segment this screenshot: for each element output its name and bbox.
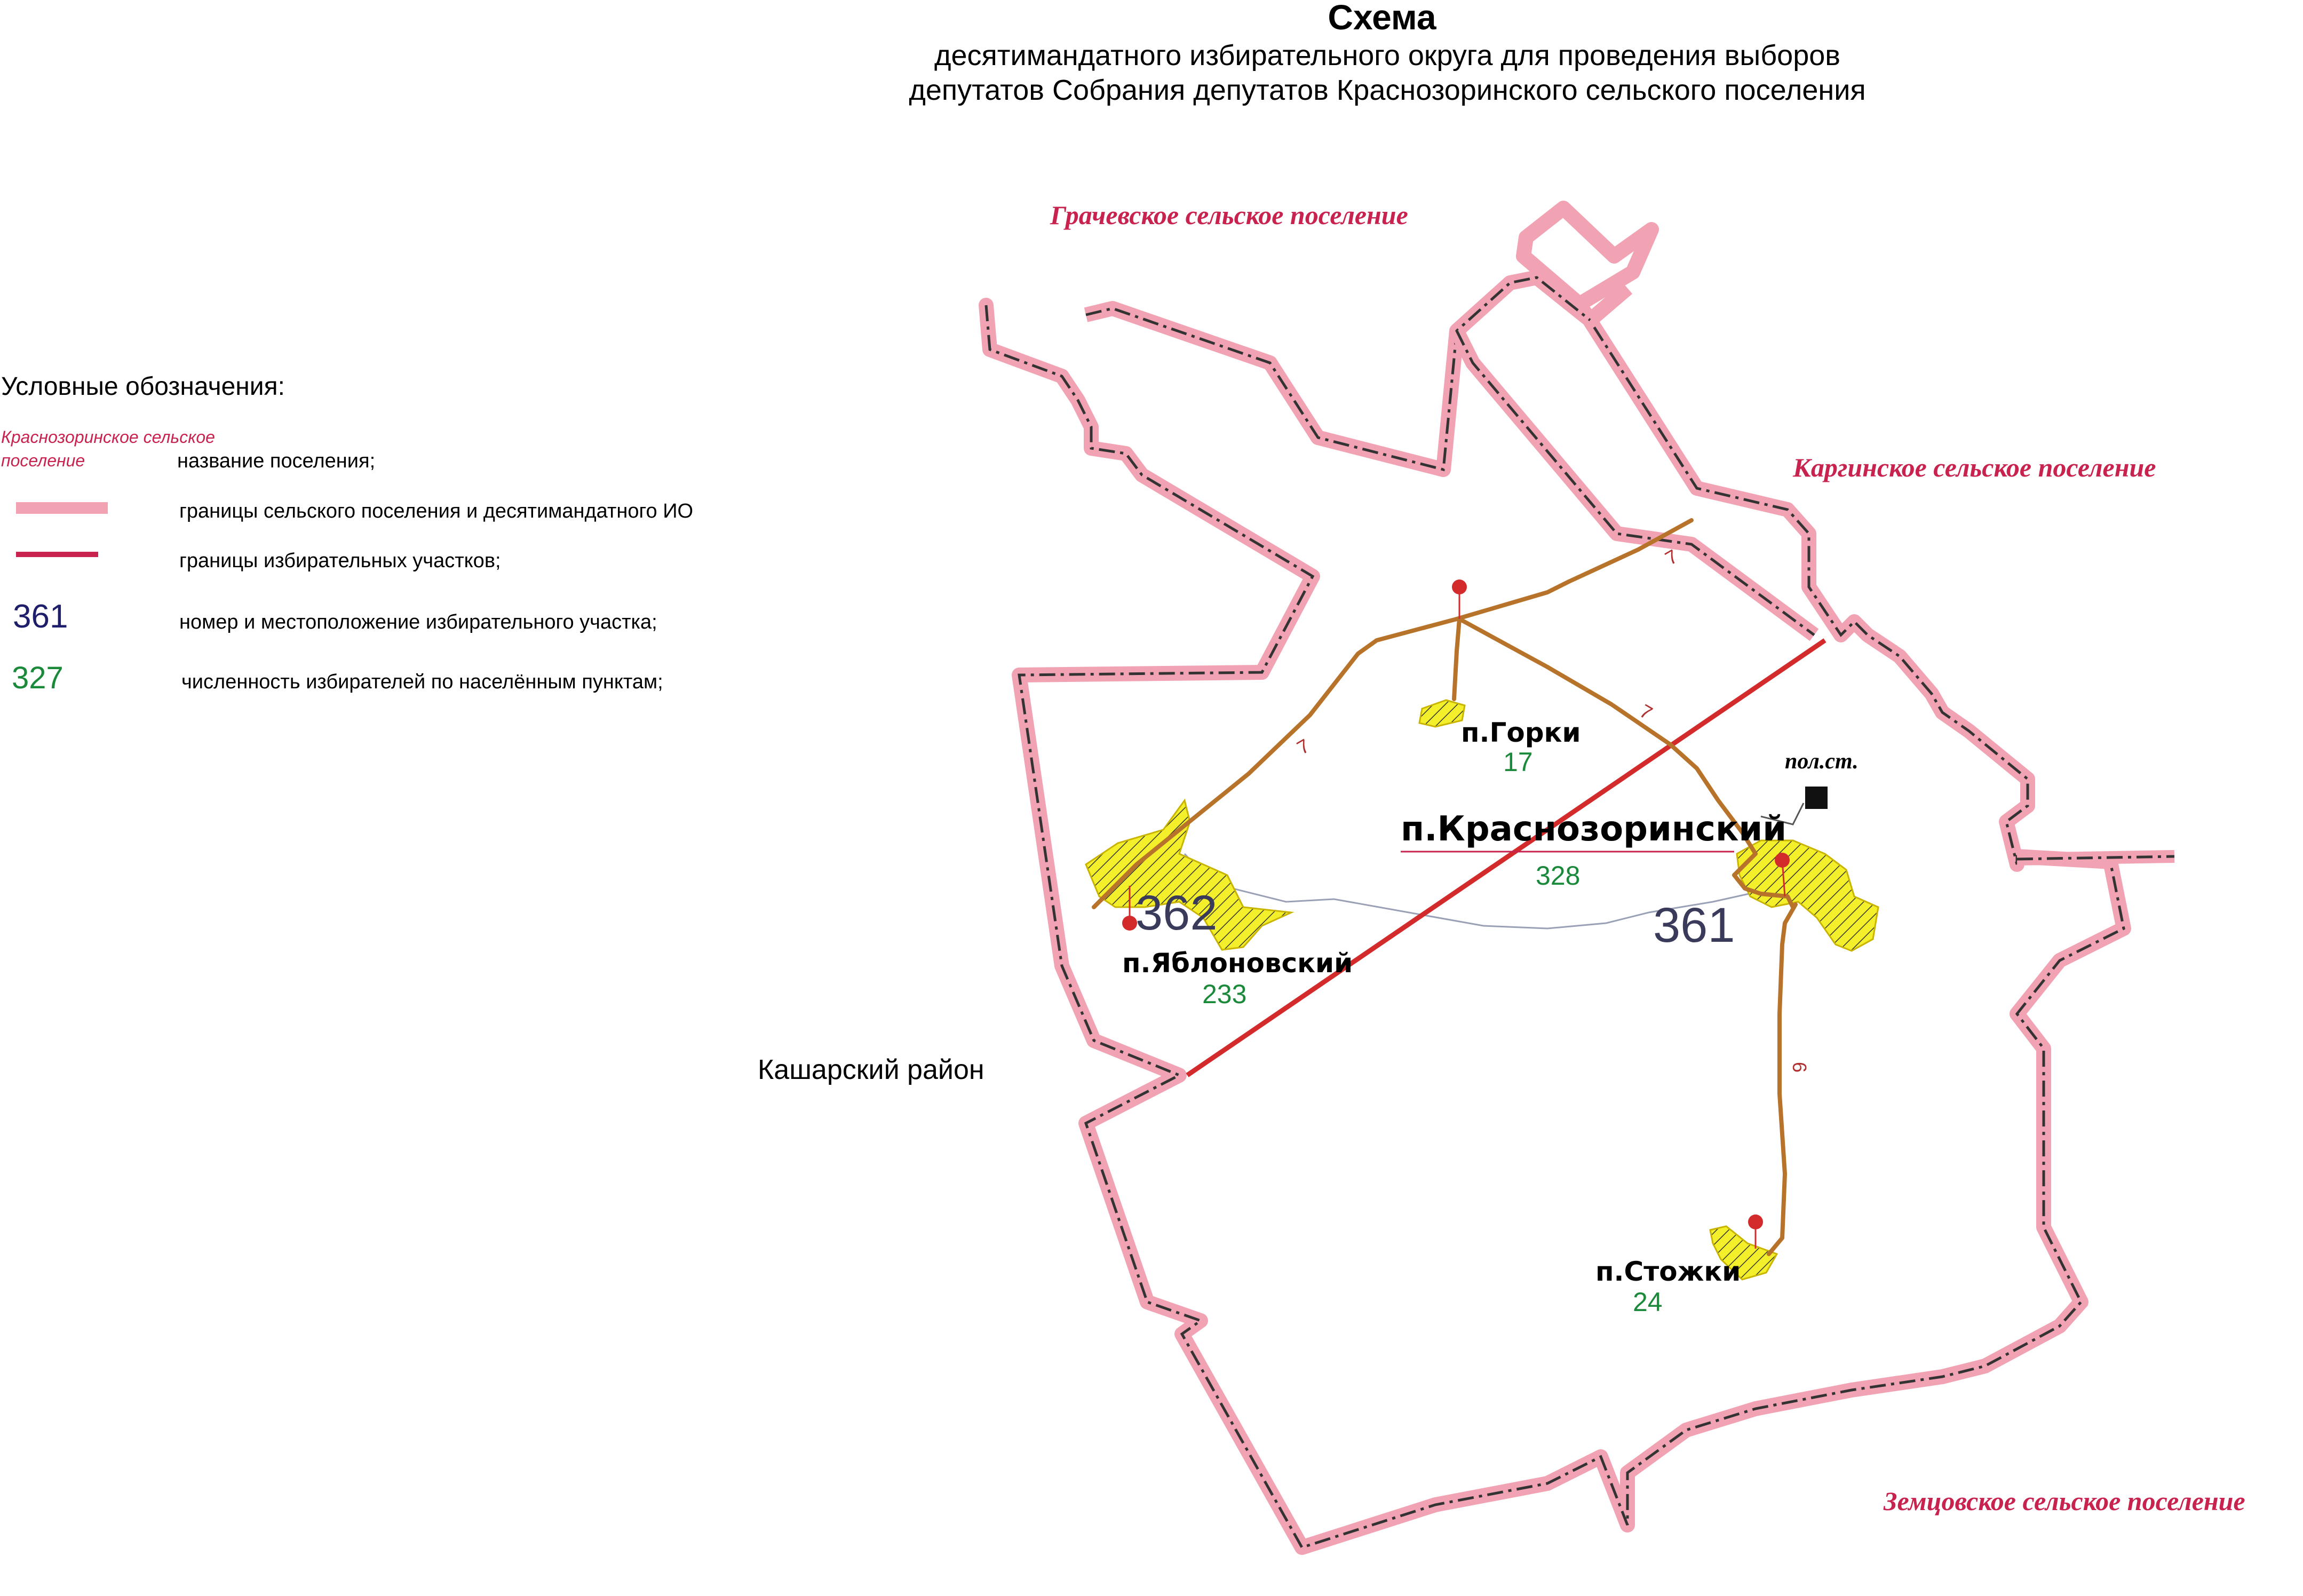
legend-precinct-number: 361: [13, 598, 68, 635]
river: [1184, 853, 1761, 930]
legend-boundary-swatch: [16, 502, 108, 514]
map-subtitle-1: десятимандатного избирательного округа д…: [934, 39, 1840, 72]
settlement-stozhki-name: п.Стожки: [1595, 1256, 1741, 1287]
settlement-gorki-voters: 17: [1503, 747, 1533, 777]
neighbor-north: Грачевское сельское поселение: [1050, 200, 1408, 230]
area-yablonovsky: [1085, 798, 1295, 951]
legend-heading: Условные обозначения:: [1, 372, 285, 401]
settlement-stozhki-voters: 24: [1633, 1287, 1663, 1317]
map-subtitle-2: депутатов Собрания депутатов Краснозорин…: [909, 74, 1865, 106]
police-station-marker: пол.ст.: [1760, 749, 1859, 825]
roads: [1092, 518, 1798, 1256]
road-label-1: 7: [1293, 734, 1314, 759]
settlement-krasnozorinsky-voters: 328: [1536, 861, 1580, 891]
settlement-yablonovsky-name: п.Яблоновский: [1122, 948, 1353, 979]
legend: Условные обозначения: Краснозоринское се…: [1, 372, 693, 695]
area-krasnozorinsky: [1736, 839, 1879, 952]
neighbor-east: Каргинское сельское поселение: [1792, 452, 2156, 482]
station-square-icon: [1805, 787, 1828, 809]
map-title: Схема: [1328, 0, 1437, 37]
legend-voters-number: 327: [12, 661, 63, 695]
precinct-number-361: 361: [1653, 898, 1735, 952]
area-stozhki: [1709, 1225, 1778, 1281]
legend-sample-name-1: Краснозоринское сельское: [1, 427, 215, 447]
legend-precinct-number-desc: номер и местоположение избирательного уч…: [179, 611, 657, 633]
legend-name-desc: название поселения;: [177, 450, 375, 472]
road-label-3: 7: [1636, 700, 1656, 724]
settlement-boundary: [979, 201, 2175, 1555]
road-yablonovsky-gorki: [1092, 518, 1694, 909]
precinct-boundary-line: [1186, 638, 1826, 1077]
precinct-markers: [1122, 579, 1790, 1249]
neighbor-southeast: Земцовское сельское поселение: [1883, 1486, 2245, 1516]
settlement-gorki-name: п.Горки: [1461, 717, 1581, 748]
settlement-areas: [1085, 699, 1879, 1281]
station-label: пол.ст.: [1785, 749, 1859, 774]
neighbor-west: Кашарский район: [758, 1054, 984, 1085]
legend-sample-name-2: поселение: [1, 451, 85, 470]
road-gorki-krasnozorinsky: [1457, 617, 1795, 909]
road-label-4: 6: [1789, 1062, 1810, 1073]
area-gorki: [1418, 699, 1466, 728]
legend-voters-desc: численность избирателей по населённым пу…: [181, 671, 663, 693]
legend-precinct-desc: границы избирательных участков;: [179, 550, 501, 572]
legend-boundary-desc: границы сельского поселения и десятиманд…: [179, 500, 693, 522]
road-krasnozorinsky-stozhki: [1767, 902, 1798, 1256]
settlement-yablonovsky-voters: 233: [1202, 979, 1246, 1009]
precinct-number-362: 362: [1135, 886, 1218, 940]
settlement-krasnozorinsky-name: п.Краснозоринский: [1401, 809, 1786, 849]
legend-precinct-swatch: [16, 552, 98, 557]
road-gorki-village: [1452, 617, 1462, 701]
